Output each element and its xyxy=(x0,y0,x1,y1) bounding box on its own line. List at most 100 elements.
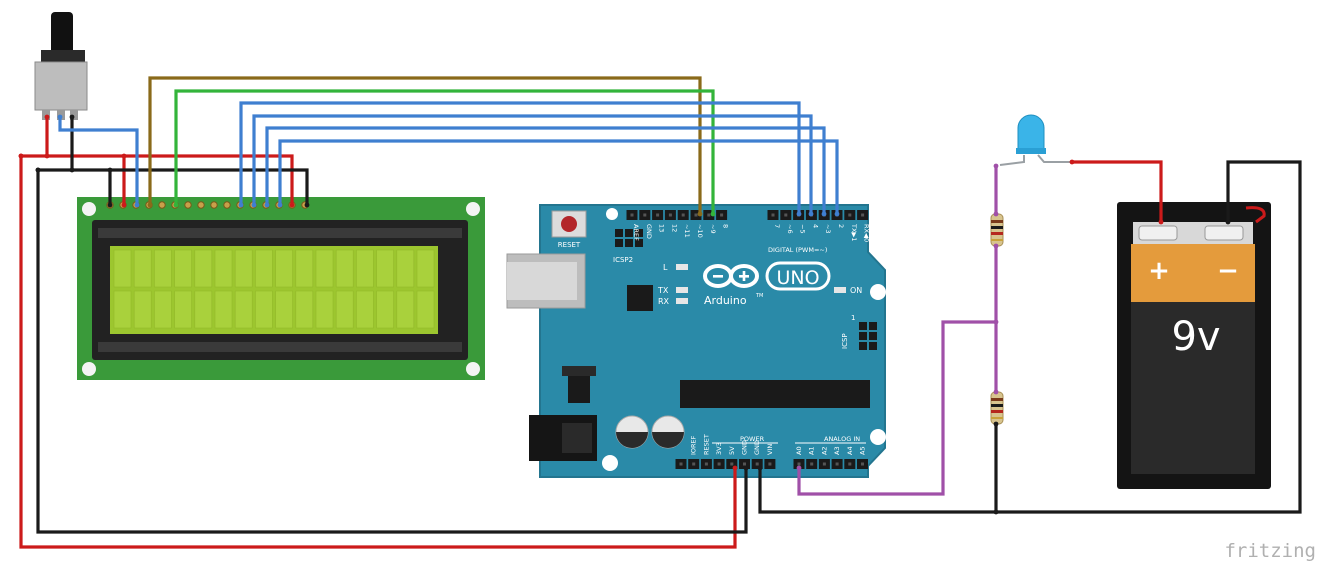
power-pin-label: IOREF xyxy=(690,435,698,455)
lcd-character-cell xyxy=(275,290,293,329)
potentiometer-body xyxy=(34,61,88,111)
resistor-band xyxy=(991,239,1003,241)
battery-voltage: 9v xyxy=(1171,314,1220,360)
resistor-2 xyxy=(990,391,1004,425)
potentiometer-shaft xyxy=(51,12,73,62)
lcd-character-cell xyxy=(396,290,415,329)
analog-pin-labels: A0 A1 A2 A3 A4 A5 xyxy=(795,446,867,455)
icsp2-label: ICSP2 xyxy=(613,256,633,264)
usb-interface-chip xyxy=(627,285,653,311)
analog-pin-label: A3 xyxy=(833,446,841,455)
led-on xyxy=(834,287,846,293)
wire-pot-wiper-end xyxy=(134,202,140,208)
wire-lcd-rs-end xyxy=(147,202,153,208)
wire-lcd-d5 xyxy=(252,114,813,214)
power-pin-label: RESET xyxy=(702,434,710,455)
potentiometer xyxy=(34,12,88,120)
icsp2-pin xyxy=(635,239,643,247)
resistor-band xyxy=(991,410,1003,413)
power-header-socket xyxy=(743,462,746,466)
resistor-band xyxy=(991,226,1003,229)
wire-lcd-rs xyxy=(148,76,702,214)
resistor-1 xyxy=(990,213,1004,247)
wire-divider-gnd-end xyxy=(993,421,999,427)
lcd-mount-hole xyxy=(82,362,96,376)
arduino-mount-hole xyxy=(602,455,618,471)
lcd-character-cell xyxy=(356,249,374,288)
analog-pin-label: A1 xyxy=(808,446,816,455)
power-label: POWER xyxy=(740,435,765,443)
digital-pin-label: ~9 xyxy=(709,224,717,234)
lcd-character-cell xyxy=(113,290,132,329)
wire-lcd-d4-end xyxy=(796,211,802,217)
lcd-character-cell xyxy=(234,290,253,329)
lcd-mount-hole xyxy=(82,202,96,216)
wire-lcd-enable-end xyxy=(173,202,179,208)
minus-icon xyxy=(713,275,723,278)
digital-header-socket xyxy=(784,213,788,217)
resistor-band xyxy=(991,404,1003,407)
lcd-character-cell xyxy=(315,249,334,288)
digital-pin-label: ~11 xyxy=(683,224,691,238)
wire-divider-mid-end xyxy=(993,243,999,249)
analog-pin-label: A0 xyxy=(795,446,803,455)
wire-lcd-d5-end xyxy=(808,211,814,217)
wire-lcd-vss-end xyxy=(107,202,113,208)
analog-header-socket xyxy=(861,462,864,466)
wire-lcd-rs-end xyxy=(697,211,703,217)
wire-lcd-backlight-anode-end xyxy=(121,153,127,159)
power-pin-label: VIN xyxy=(766,444,774,455)
wire-5v-end xyxy=(732,465,738,471)
analog-pin-header xyxy=(793,459,868,469)
power-pin-label: GND xyxy=(741,440,749,455)
voltage-regulator xyxy=(568,375,590,403)
digital-header-socket xyxy=(720,213,724,217)
power-header-socket xyxy=(768,462,772,466)
lcd-character-cell xyxy=(335,290,354,329)
icsp2-pin xyxy=(625,239,633,247)
power-pin-label: 5V xyxy=(728,446,736,455)
analog-pin-label: A2 xyxy=(820,446,828,455)
battery-negative-terminal xyxy=(1204,225,1244,241)
battery-plus-sign: + xyxy=(1148,256,1170,286)
digital-header-socket xyxy=(668,213,672,217)
wires xyxy=(18,76,1302,549)
digital-pin-label: 12 xyxy=(670,224,678,232)
wire-led-cathode-end xyxy=(993,163,999,169)
digital-header-socket xyxy=(707,213,711,217)
digital-header-socket xyxy=(771,213,775,217)
digital-pin-label: AREF xyxy=(632,224,640,241)
battery-snap-lead xyxy=(1245,206,1266,224)
resistor-band xyxy=(991,417,1003,419)
led-anode-leg xyxy=(1037,154,1072,163)
lcd-mount-hole xyxy=(466,202,480,216)
analog-header-socket xyxy=(822,462,826,466)
fritzing-watermark: fritzing xyxy=(1224,540,1316,562)
wire-lcd-vdd-end xyxy=(121,202,127,208)
digital-header-socket xyxy=(643,213,647,217)
analog-pin-label: A5 xyxy=(859,446,867,455)
analog-header-socket xyxy=(835,462,839,466)
digital-header-socket xyxy=(694,213,698,217)
capacitor-stripe xyxy=(616,432,648,448)
wire-lcd-vdd-end xyxy=(18,153,24,159)
lcd-character-cell xyxy=(416,249,435,288)
voltage-regulator-tab xyxy=(562,366,596,376)
wire-lcd-d7-end xyxy=(834,211,840,217)
wire-lcd-d7 xyxy=(278,139,839,214)
digital-pin-label: 8 xyxy=(722,224,730,228)
analog-pin-label: A4 xyxy=(846,446,854,455)
lcd-header-pin xyxy=(223,201,231,209)
icsp2-pin xyxy=(635,229,643,237)
led-tx xyxy=(676,287,688,293)
power-header-socket xyxy=(679,462,683,466)
lcd-header-pin xyxy=(210,201,218,209)
icsp2-pin xyxy=(615,229,623,237)
battery-positive-terminal xyxy=(1138,225,1178,241)
arduino-uno-board: RESET ICSP2 L TX RX ON UNO xyxy=(506,204,886,478)
lcd-character-cell xyxy=(174,290,192,329)
wire-lcd-backlight-cathode-end xyxy=(304,202,310,208)
power-header-socket xyxy=(755,462,759,466)
